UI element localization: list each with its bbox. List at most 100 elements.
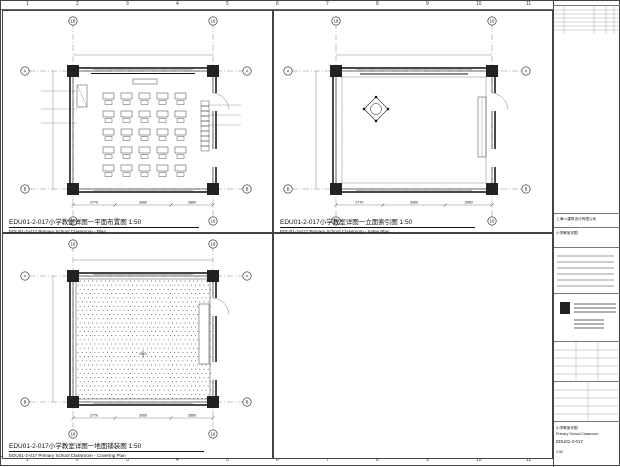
- floor-dot: [207, 393, 209, 395]
- floor-dot: [172, 297, 173, 299]
- ruler-number: 3: [126, 457, 129, 463]
- floor-dot: [119, 318, 121, 320]
- floor-dot: [132, 377, 134, 379]
- floor-dot: [123, 335, 125, 337]
- locker-cell: [200, 125, 210, 132]
- floor-dot: [201, 280, 203, 282]
- floor-dot: [125, 314, 127, 316]
- student-chair: [176, 118, 185, 123]
- floor-dot: [155, 314, 157, 316]
- floor-dot: [140, 284, 142, 286]
- floor-dot: [138, 330, 140, 332]
- floor-dot: [94, 343, 96, 345]
- floor-dot: [163, 330, 165, 332]
- floor-dot: [81, 377, 83, 379]
- floor-dot: [146, 381, 148, 383]
- floor-dot: [79, 314, 81, 316]
- floor-dot: [178, 335, 180, 337]
- floor-dot: [153, 343, 155, 345]
- floor-dot: [83, 314, 85, 316]
- ruler-number: 9: [426, 457, 429, 463]
- floor-dot: [123, 301, 125, 303]
- floor-dot: [155, 305, 157, 307]
- dimension-text: 2860: [188, 414, 196, 418]
- floor-dot: [146, 389, 148, 391]
- floor-dot: [85, 318, 87, 320]
- floor-dot: [94, 335, 96, 337]
- floor-dot: [92, 364, 94, 366]
- floor-dot: [207, 293, 209, 295]
- floor-dot: [195, 377, 197, 379]
- floor-dot: [109, 322, 110, 324]
- floor-dot: [146, 339, 148, 341]
- floor-dot: [148, 343, 150, 345]
- floor-dot: [90, 326, 92, 328]
- logo-text-lines: [574, 303, 616, 329]
- student-desk: [174, 128, 187, 136]
- floor-dot: [96, 381, 98, 383]
- floor-dot: [83, 288, 85, 290]
- floor-dot: [117, 372, 119, 374]
- floor-dot: [119, 377, 121, 379]
- floor-dot: [127, 385, 129, 387]
- plan-subtitle: EDU01-2-017 Primary School Classroom - P…: [9, 229, 107, 234]
- floor-dot: [92, 322, 94, 324]
- floor-dot: [151, 280, 152, 282]
- tb-logo-row: [554, 293, 620, 341]
- floor-dot: [113, 389, 115, 391]
- floor-dot: [207, 385, 209, 387]
- grid-bubble-left-bottom-circle: [20, 397, 30, 407]
- floor-dot: [109, 356, 110, 358]
- grid-bubble-right-top-label: A: [525, 69, 528, 74]
- floor-dot: [176, 297, 178, 299]
- floor-dot: [182, 284, 184, 286]
- dimension-tick: [71, 203, 75, 207]
- floor-dot: [85, 360, 87, 362]
- floor-dot: [81, 385, 83, 387]
- floor-dot: [88, 305, 89, 307]
- floor-dot: [169, 293, 171, 295]
- floor-dot: [81, 318, 83, 320]
- floor-dot: [169, 360, 171, 362]
- floor-dot: [167, 297, 169, 299]
- grid-bubble-top-right-circle: [208, 16, 218, 26]
- floor-dot: [190, 335, 192, 337]
- floor-dot: [142, 330, 144, 332]
- floor-dot: [109, 347, 110, 349]
- floor-dot: [134, 297, 136, 299]
- floor-dot: [121, 372, 123, 374]
- floor-dot: [197, 314, 199, 316]
- grid-bubble-left-top-label: A: [24, 274, 27, 279]
- floor-dot: [195, 368, 197, 370]
- floor-dot: [197, 280, 199, 282]
- floor-dot: [167, 280, 169, 282]
- floor-dot: [117, 288, 119, 290]
- floor-dot: [88, 356, 89, 358]
- locker-cell: [200, 135, 210, 142]
- floor-dot: [113, 330, 115, 332]
- floor-dot: [77, 326, 79, 328]
- floor-dot: [109, 297, 110, 299]
- floor-dot: [176, 347, 178, 349]
- floor-dot: [146, 330, 148, 332]
- floor-dot: [195, 284, 197, 286]
- floor-dot: [130, 322, 131, 324]
- floor-dot: [111, 301, 113, 303]
- floor-dot: [195, 343, 197, 345]
- floor-dot: [157, 326, 159, 328]
- floor-dot: [115, 335, 117, 337]
- floor-dot: [125, 288, 127, 290]
- floor-dot: [123, 360, 125, 362]
- floor-dot: [142, 288, 144, 290]
- floor-dot: [140, 343, 142, 345]
- floor-dot: [88, 297, 89, 299]
- floor-dot: [136, 318, 138, 320]
- floor-dot: [195, 351, 197, 353]
- floor-dot: [157, 385, 159, 387]
- floor-dot: [77, 284, 79, 286]
- floor-dot: [121, 389, 123, 391]
- inner-wall-line: [341, 76, 487, 184]
- student-chair: [140, 172, 149, 177]
- floor-dot: [106, 293, 108, 295]
